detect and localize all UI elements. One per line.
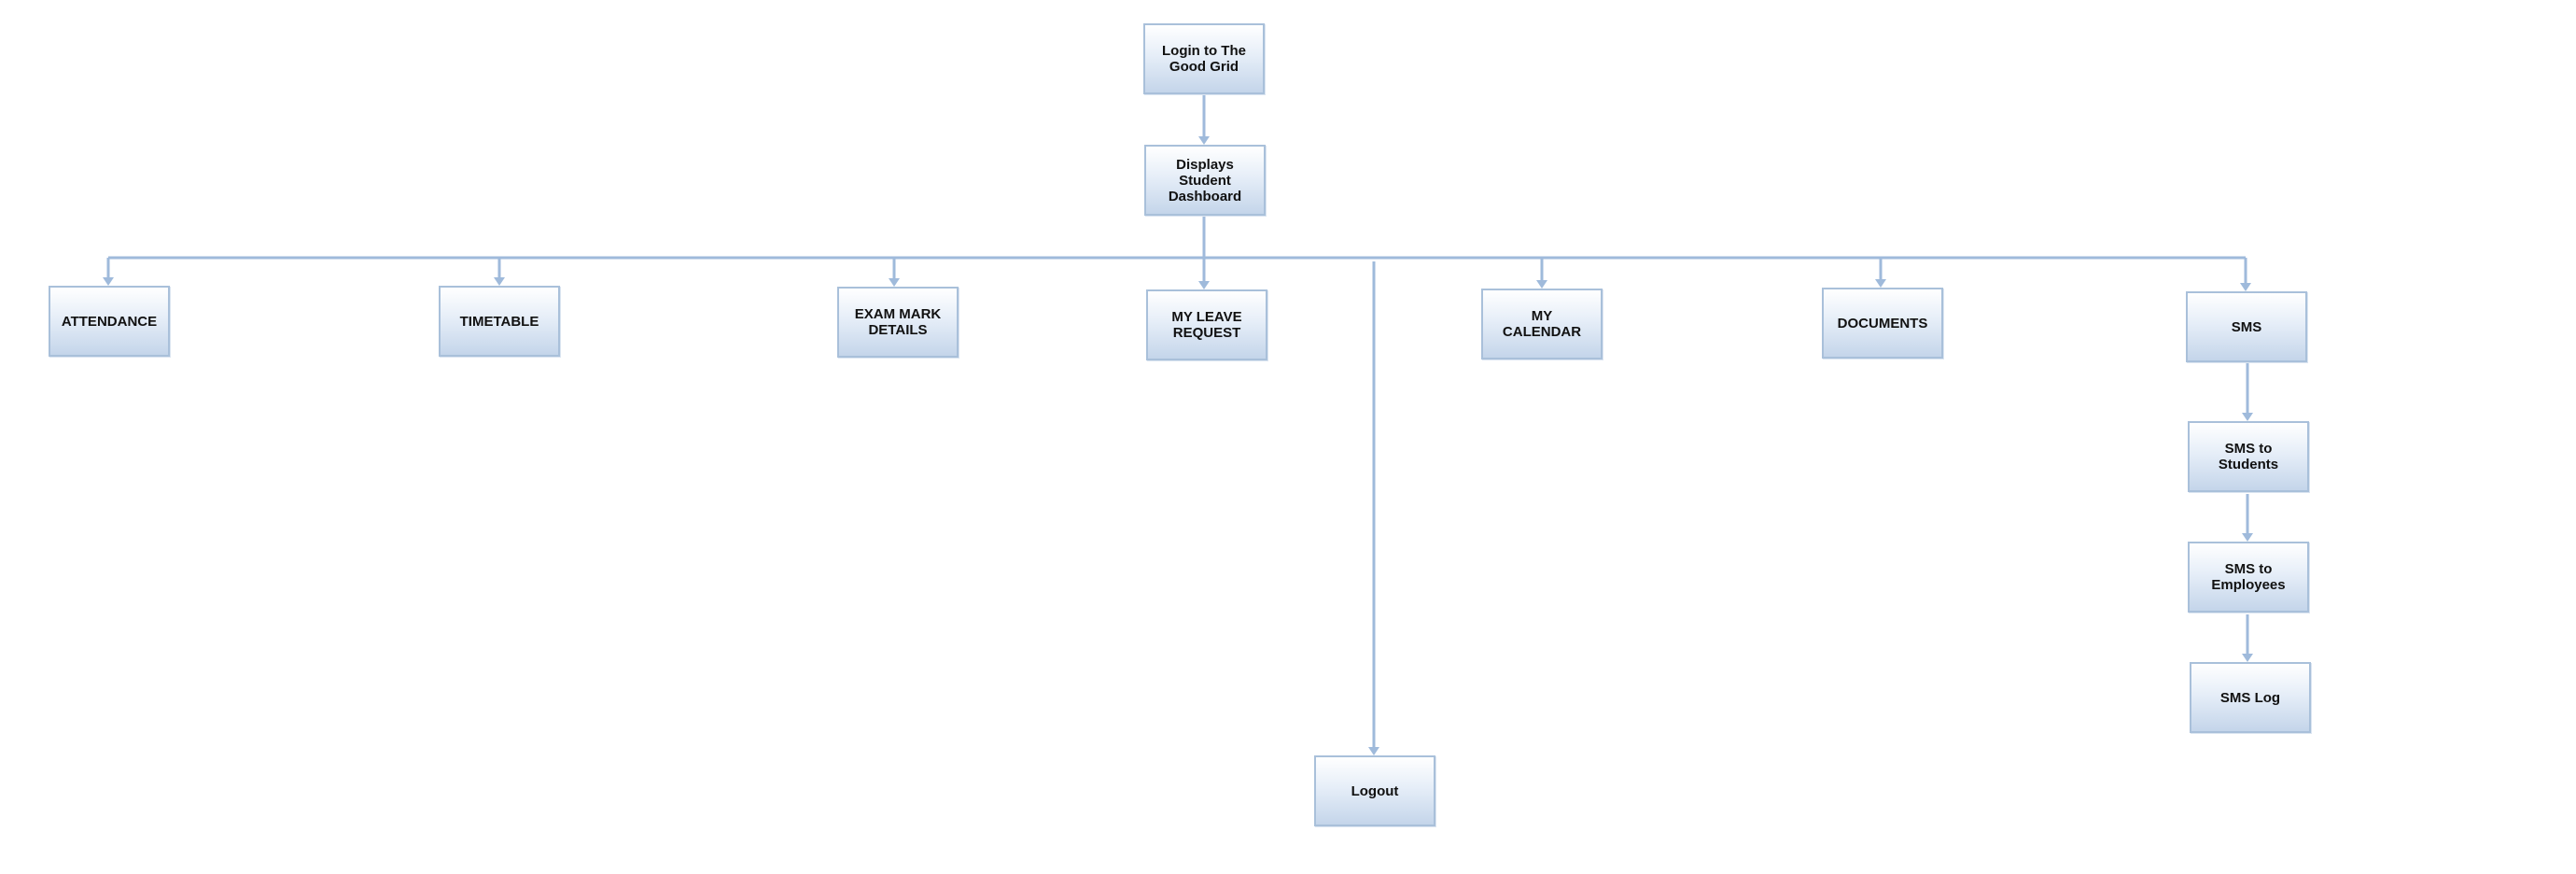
node-attendance-label: ATTENDANCE <box>61 313 158 330</box>
arrowhead <box>2242 654 2253 662</box>
node-dashboard: Displays Student Dashboard <box>1144 145 1266 216</box>
node-sms-log-label: SMS Log <box>2219 689 2281 706</box>
node-logout: Logout <box>1314 755 1435 826</box>
node-sms-to-employees-label: SMS to Employees <box>2211 561 2286 593</box>
node-exam-mark-details: EXAM MARK DETAILS <box>837 287 959 358</box>
node-my-calendar: MY CALENDAR <box>1481 289 1603 359</box>
node-my-leave-request: MY LEAVE REQUEST <box>1146 289 1267 360</box>
node-dashboard-label: Displays Student Dashboard <box>1168 156 1242 204</box>
arrowhead <box>2242 533 2253 542</box>
arrowhead <box>889 278 900 287</box>
arrowhead <box>103 277 114 286</box>
node-sms-to-employees: SMS to Employees <box>2188 542 2309 613</box>
node-login: Login to The Good Grid <box>1143 23 1265 94</box>
node-timetable: TIMETABLE <box>439 286 560 357</box>
node-my-leave-request-label: MY LEAVE REQUEST <box>1171 309 1242 341</box>
arrowhead <box>1536 280 1547 289</box>
node-timetable-label: TIMETABLE <box>459 313 539 330</box>
node-login-label: Login to The Good Grid <box>1162 43 1246 75</box>
node-attendance: ATTENDANCE <box>49 286 170 357</box>
arrowhead <box>2240 283 2251 291</box>
node-logout-label: Logout <box>1351 782 1399 799</box>
node-sms-label: SMS <box>2231 318 2262 335</box>
arrowhead <box>1198 281 1210 289</box>
arrowhead <box>2242 413 2253 421</box>
node-sms-to-students-label: SMS to Students <box>2218 441 2279 472</box>
node-sms-log: SMS Log <box>2190 662 2311 733</box>
arrowhead <box>494 277 505 286</box>
arrowhead <box>1875 279 1886 288</box>
node-documents-label: DOCUMENTS <box>1837 315 1928 331</box>
arrowhead <box>1368 747 1379 755</box>
node-sms-to-students: SMS to Students <box>2188 421 2309 492</box>
node-exam-mark-details-label: EXAM MARK DETAILS <box>854 306 942 338</box>
node-my-calendar-label: MY CALENDAR <box>1502 308 1582 340</box>
arrowhead <box>1198 136 1210 145</box>
node-documents: DOCUMENTS <box>1822 288 1943 359</box>
node-sms: SMS <box>2186 291 2307 362</box>
